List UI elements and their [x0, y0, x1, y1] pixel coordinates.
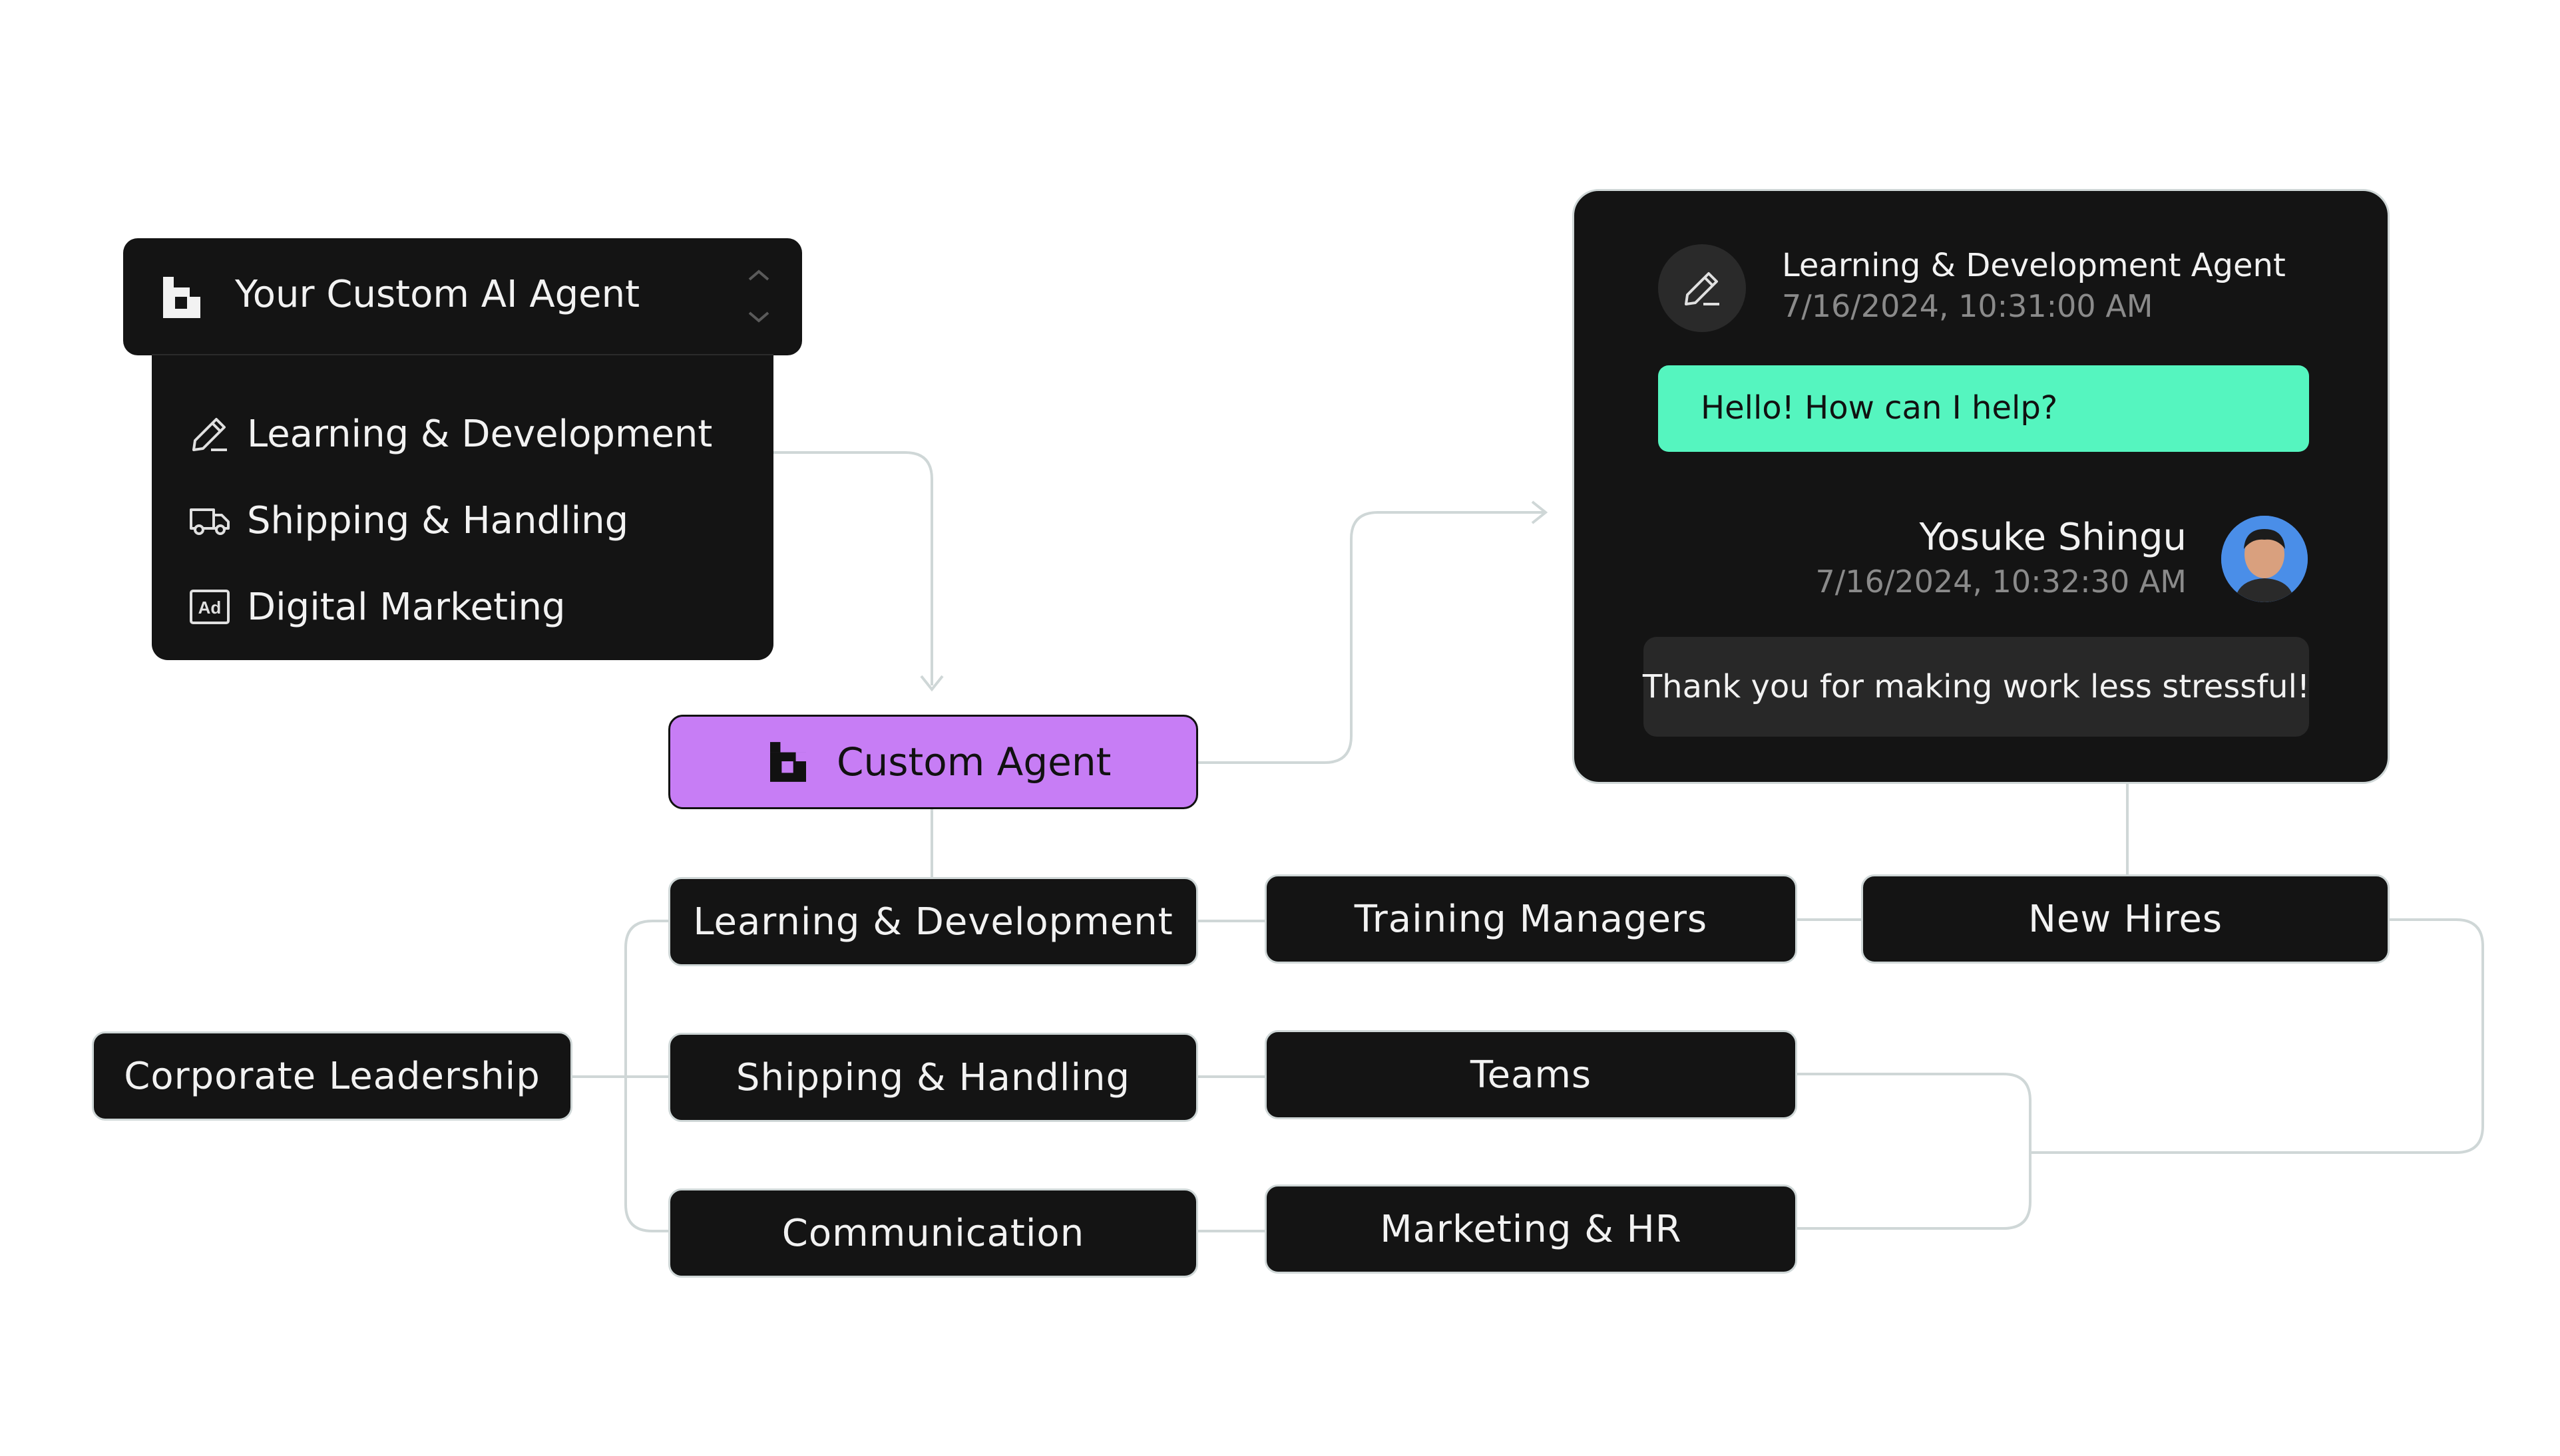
- pencil-icon: [192, 418, 227, 451]
- agent-selector[interactable]: Your Custom AI Agent: [123, 238, 802, 355]
- option-label: Digital Marketing: [247, 586, 566, 629]
- user-photo: [2221, 516, 2308, 602]
- user-message-text: Thank you for making work less stressful…: [1642, 668, 2310, 705]
- chevron-down-icon: [748, 311, 769, 323]
- selector-title: Your Custom AI Agent: [235, 273, 640, 316]
- ad-icon: Ad: [190, 590, 230, 624]
- node-teams[interactable]: Teams: [1265, 1030, 1797, 1119]
- user-name: Yosuke Shingu: [1919, 516, 2187, 559]
- pencil-icon: [1685, 272, 1719, 305]
- option-learning-development[interactable]: Learning & Development: [188, 403, 747, 463]
- agent-avatar: [1658, 244, 1746, 332]
- node-corporate-leadership[interactable]: Corporate Leadership: [92, 1031, 572, 1121]
- svg-text:Ad: Ad: [198, 598, 222, 618]
- agent-options-list: Learning & Development Shipping & Handli…: [152, 354, 773, 660]
- node-new-hires[interactable]: New Hires: [1861, 874, 2390, 964]
- user-avatar: [2221, 516, 2308, 602]
- custom-agent-node[interactable]: Custom Agent: [668, 715, 1198, 809]
- app-logo-icon: [163, 277, 200, 318]
- agent-message-text: Hello! How can I help?: [1701, 389, 2058, 427]
- app-logo-icon: [770, 742, 806, 782]
- option-digital-marketing[interactable]: Ad Digital Marketing: [188, 576, 747, 636]
- chevron-up-icon: [748, 270, 769, 281]
- node-marketing-hr[interactable]: Marketing & HR: [1265, 1184, 1797, 1274]
- agent-name: Learning & Development Agent: [1782, 247, 2286, 284]
- agent-message-bubble: Hello! How can I help?: [1658, 365, 2309, 452]
- node-training-managers[interactable]: Training Managers: [1265, 874, 1797, 964]
- option-label: Learning & Development: [247, 413, 713, 456]
- user-message-bubble: Thank you for making work less stressful…: [1642, 637, 2310, 737]
- node-communication[interactable]: Communication: [668, 1188, 1198, 1278]
- user-timestamp: 7/16/2024, 10:32:30 AM: [1815, 564, 2187, 600]
- truck-icon: [190, 508, 230, 535]
- node-shipping-handling[interactable]: Shipping & Handling: [668, 1033, 1198, 1122]
- node-learning-development[interactable]: Learning & Development: [668, 877, 1198, 966]
- agent-timestamp: 7/16/2024, 10:31:00 AM: [1782, 288, 2153, 324]
- chat-panel: Learning & Development Agent 7/16/2024, …: [1572, 189, 2390, 784]
- option-label: Shipping & Handling: [247, 499, 629, 542]
- custom-agent-label: Custom Agent: [837, 739, 1112, 785]
- option-shipping-handling[interactable]: Shipping & Handling: [188, 490, 747, 550]
